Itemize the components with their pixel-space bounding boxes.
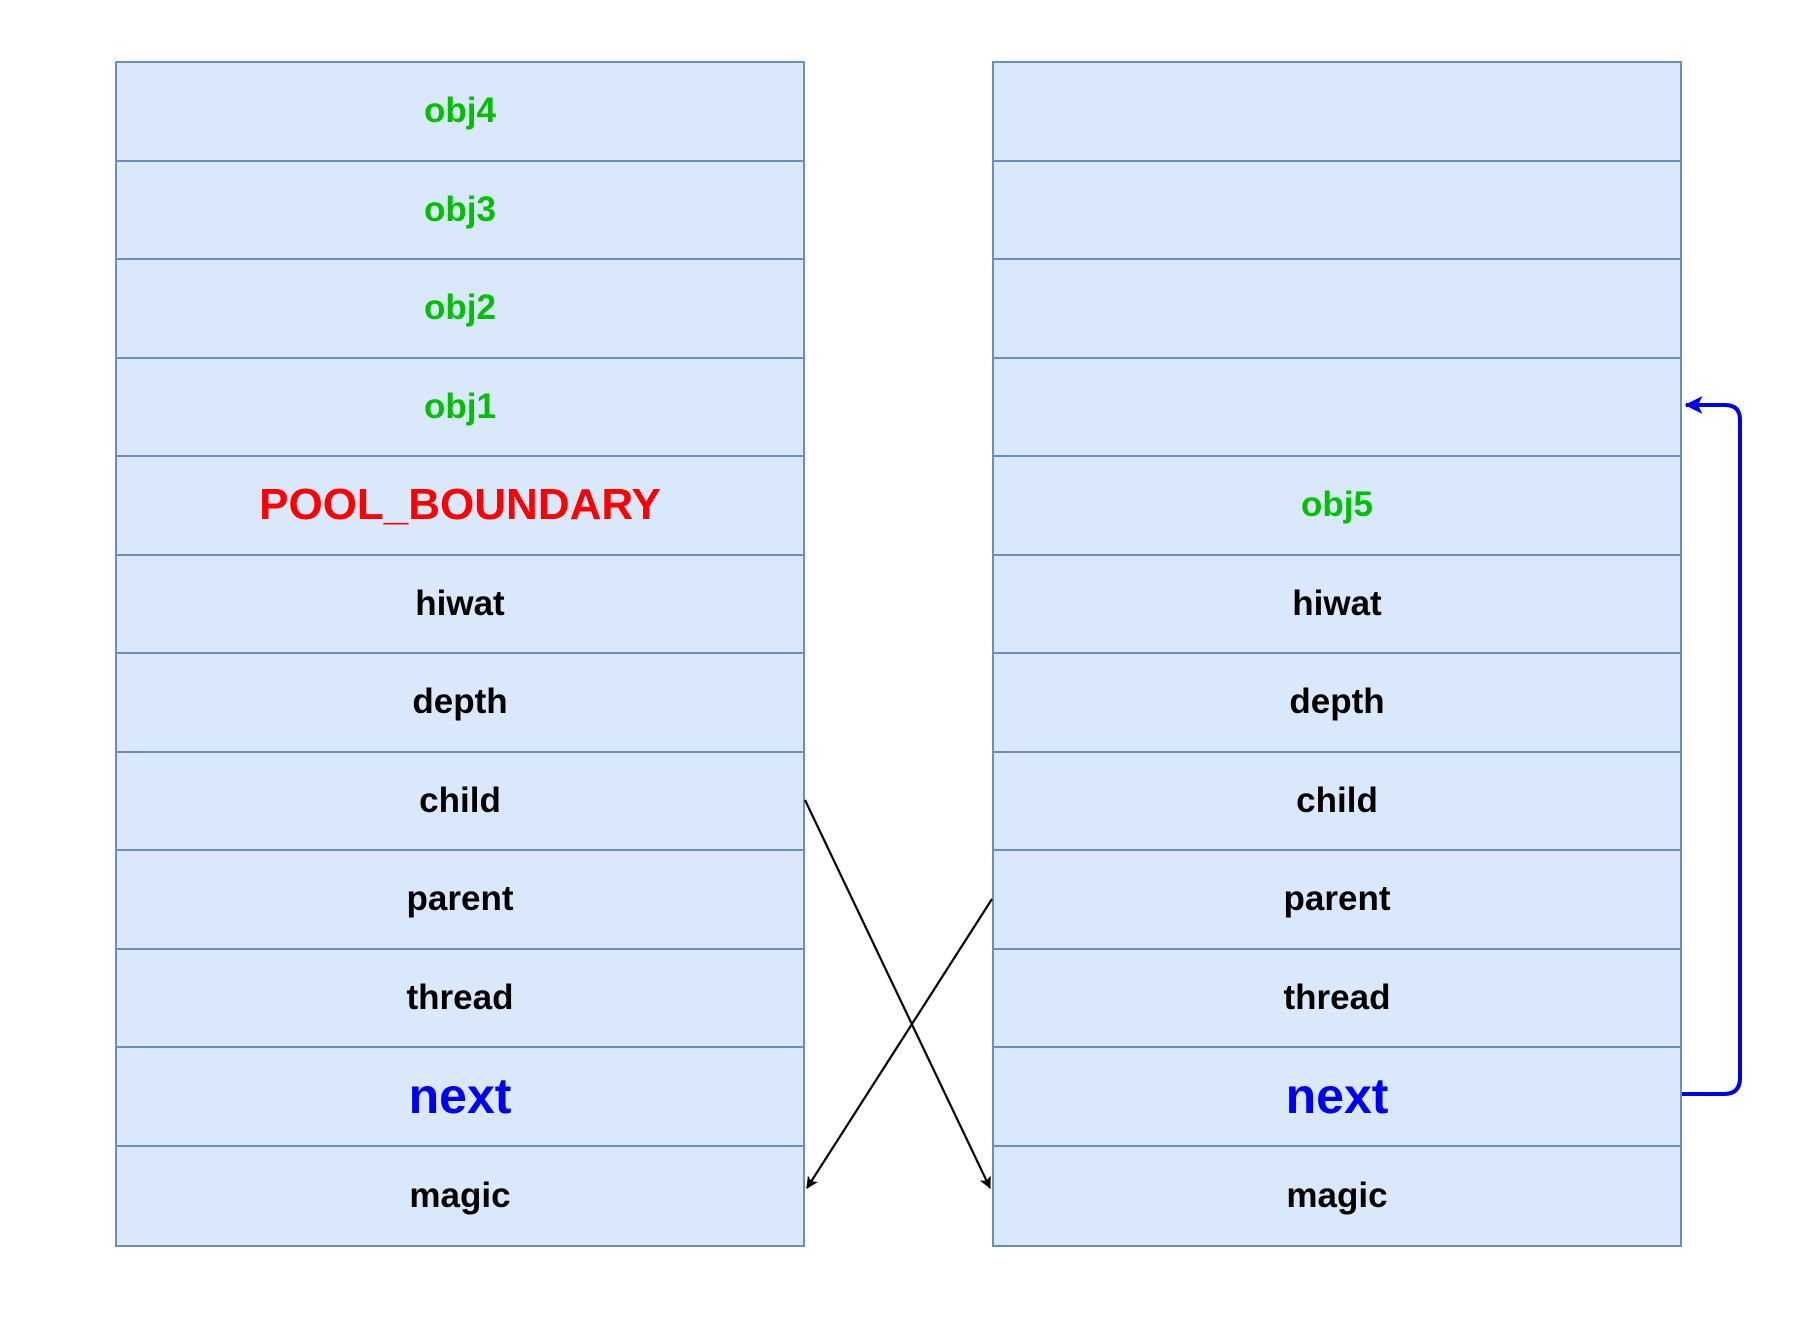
left-cell-parent: parent — [117, 851, 803, 950]
left-cell-child: child — [117, 753, 803, 851]
left-cell-obj1: obj1 — [117, 359, 803, 457]
right-cell-next: next — [994, 1048, 1680, 1147]
right-cell-empty-2 — [994, 162, 1680, 260]
right-cell-parent: parent — [994, 851, 1680, 950]
right-cell-obj5: obj5 — [994, 457, 1680, 556]
right-cell-depth: depth — [994, 654, 1680, 753]
next-pointer-arrow — [1682, 396, 1742, 1096]
left-cell-obj2: obj2 — [117, 260, 803, 359]
left-cell-pool-boundary: POOL_BOUNDARY — [117, 457, 803, 556]
left-autorelease-page: obj4 obj3 obj2 obj1 POOL_BOUNDARY hiwat … — [115, 61, 805, 1247]
left-cell-depth: depth — [117, 654, 803, 753]
left-cell-hiwat: hiwat — [117, 556, 803, 654]
right-cell-child: child — [994, 753, 1680, 851]
left-cell-magic: magic — [409, 1175, 511, 1215]
left-cell-obj4: obj4 — [117, 63, 803, 162]
parent-to-magic-arrow — [806, 898, 993, 1189]
right-cell-hiwat: hiwat — [994, 556, 1680, 654]
right-cell-empty-4 — [994, 359, 1680, 457]
right-cell-thread: thread — [994, 950, 1680, 1048]
left-cell-thread: thread — [117, 950, 803, 1048]
left-cell-next: next — [117, 1048, 803, 1147]
right-autorelease-page: obj5 hiwat depth child parent thread nex… — [992, 61, 1682, 1247]
right-cell-empty-3 — [994, 260, 1680, 359]
child-to-magic-arrow — [804, 799, 991, 1189]
right-cell-empty-1 — [994, 63, 1680, 162]
left-cell-obj3: obj3 — [117, 162, 803, 260]
right-cell-magic: magic — [1286, 1175, 1388, 1215]
